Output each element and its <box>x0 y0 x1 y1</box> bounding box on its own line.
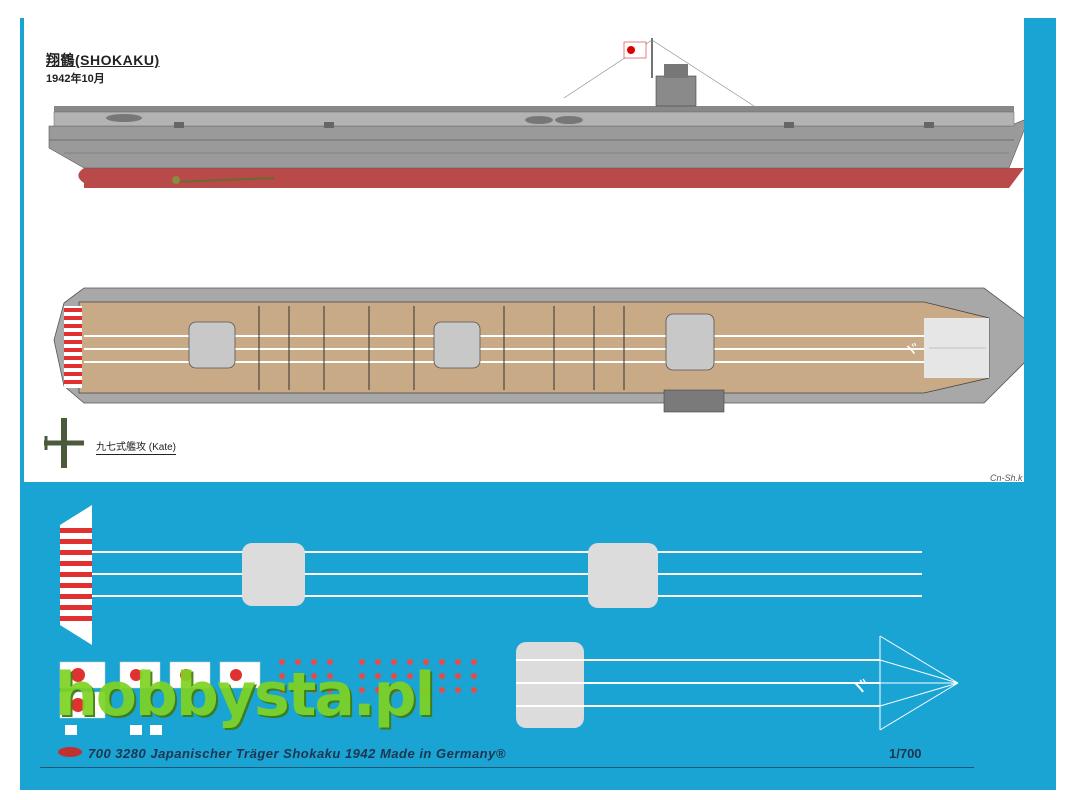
stern-stripe-decal <box>60 505 92 645</box>
side-profile <box>48 38 1024 188</box>
stripe <box>64 380 82 384</box>
propeller <box>172 176 180 184</box>
decal-stripe <box>60 561 92 566</box>
island-top <box>664 64 688 78</box>
boat-2 <box>555 116 583 124</box>
elevator-fwd <box>665 313 715 371</box>
elevator-decal-3 <box>516 642 584 728</box>
flag-decal-sun <box>180 669 192 681</box>
gun-mount-3 <box>784 122 794 128</box>
flag-decal-sun <box>130 669 142 681</box>
flag-decal-sun <box>71 668 85 682</box>
stern-stripes <box>64 306 82 388</box>
gun-mount-2 <box>324 122 334 128</box>
top-view: ヾ <box>44 287 1024 468</box>
flag-decals <box>59 661 261 735</box>
bow-kana-decal: ヾ <box>848 676 870 701</box>
bow-kana-marking: ヾ <box>902 340 920 361</box>
island <box>655 75 697 107</box>
bow-fan-decal <box>879 635 959 731</box>
scale-label: 1/700 <box>889 746 922 761</box>
ship-drawings: ヾ <box>44 38 1024 468</box>
drawing-title: 翔鶴(SHOKAKU) <box>46 52 160 68</box>
decal-stripe <box>60 572 92 577</box>
artist-signature: Cn-Sh.k <box>990 473 1023 483</box>
stern <box>78 168 94 188</box>
stripe <box>64 356 82 360</box>
decal-stripe <box>60 605 92 610</box>
decal-stripe <box>60 550 92 555</box>
stripe <box>64 324 82 328</box>
watermark: hobbysta.pl <box>55 660 435 730</box>
stripe <box>64 332 82 336</box>
rigging-2 <box>651 39 755 107</box>
decal-stripe <box>60 616 92 621</box>
elevator-mid <box>433 321 481 369</box>
flag-sun <box>627 46 635 54</box>
elevator-aft <box>188 321 236 369</box>
product-caption: 700 3280 Japanischer Träger Shokaku 1942… <box>88 746 506 761</box>
deck-lines-decal-fwd <box>516 659 880 707</box>
footer-divider <box>40 767 974 768</box>
small-flag-decal <box>130 725 142 735</box>
arrestor-wires <box>258 306 625 390</box>
decal-stripe <box>60 528 92 533</box>
boat-1 <box>525 116 553 124</box>
flag-decal-sun <box>230 669 242 681</box>
boat-3 <box>106 114 142 122</box>
elevator-decal-1 <box>242 543 305 606</box>
small-flag-decal <box>150 725 162 735</box>
ship-drawing-card: ヾ 翔鶴(SHOKAKU) 1942年10月 九七式艦攻 (Kate) Cn-S… <box>24 18 1024 483</box>
elevator-decal-2 <box>588 543 658 608</box>
deck-lines-decal-aft <box>92 551 922 597</box>
island-top-view <box>663 389 725 413</box>
decal-stripe <box>60 594 92 599</box>
plane-caption: 九七式艦攻 (Kate) <box>96 438 177 455</box>
stripe <box>64 340 82 344</box>
gun-mount-4 <box>924 122 934 128</box>
flight-deck-side <box>54 106 1014 112</box>
hinomaru-dot-decals <box>279 659 477 693</box>
kate-plane-icon <box>44 418 84 468</box>
propeller-shaft <box>173 177 275 183</box>
decal-stripe <box>60 539 92 544</box>
flag-decal-sun <box>71 698 85 712</box>
small-flag-decal <box>65 725 77 735</box>
gun-mount-1 <box>174 122 184 128</box>
hull-lower <box>84 168 1024 188</box>
manufacturer-logo-icon <box>58 747 82 757</box>
stripe <box>64 348 82 352</box>
drawing-date: 1942年10月 <box>46 73 105 85</box>
stripe <box>64 308 82 312</box>
stripe <box>64 316 82 320</box>
decal-stripe <box>60 583 92 588</box>
stripe <box>64 372 82 376</box>
stripe <box>64 364 82 368</box>
